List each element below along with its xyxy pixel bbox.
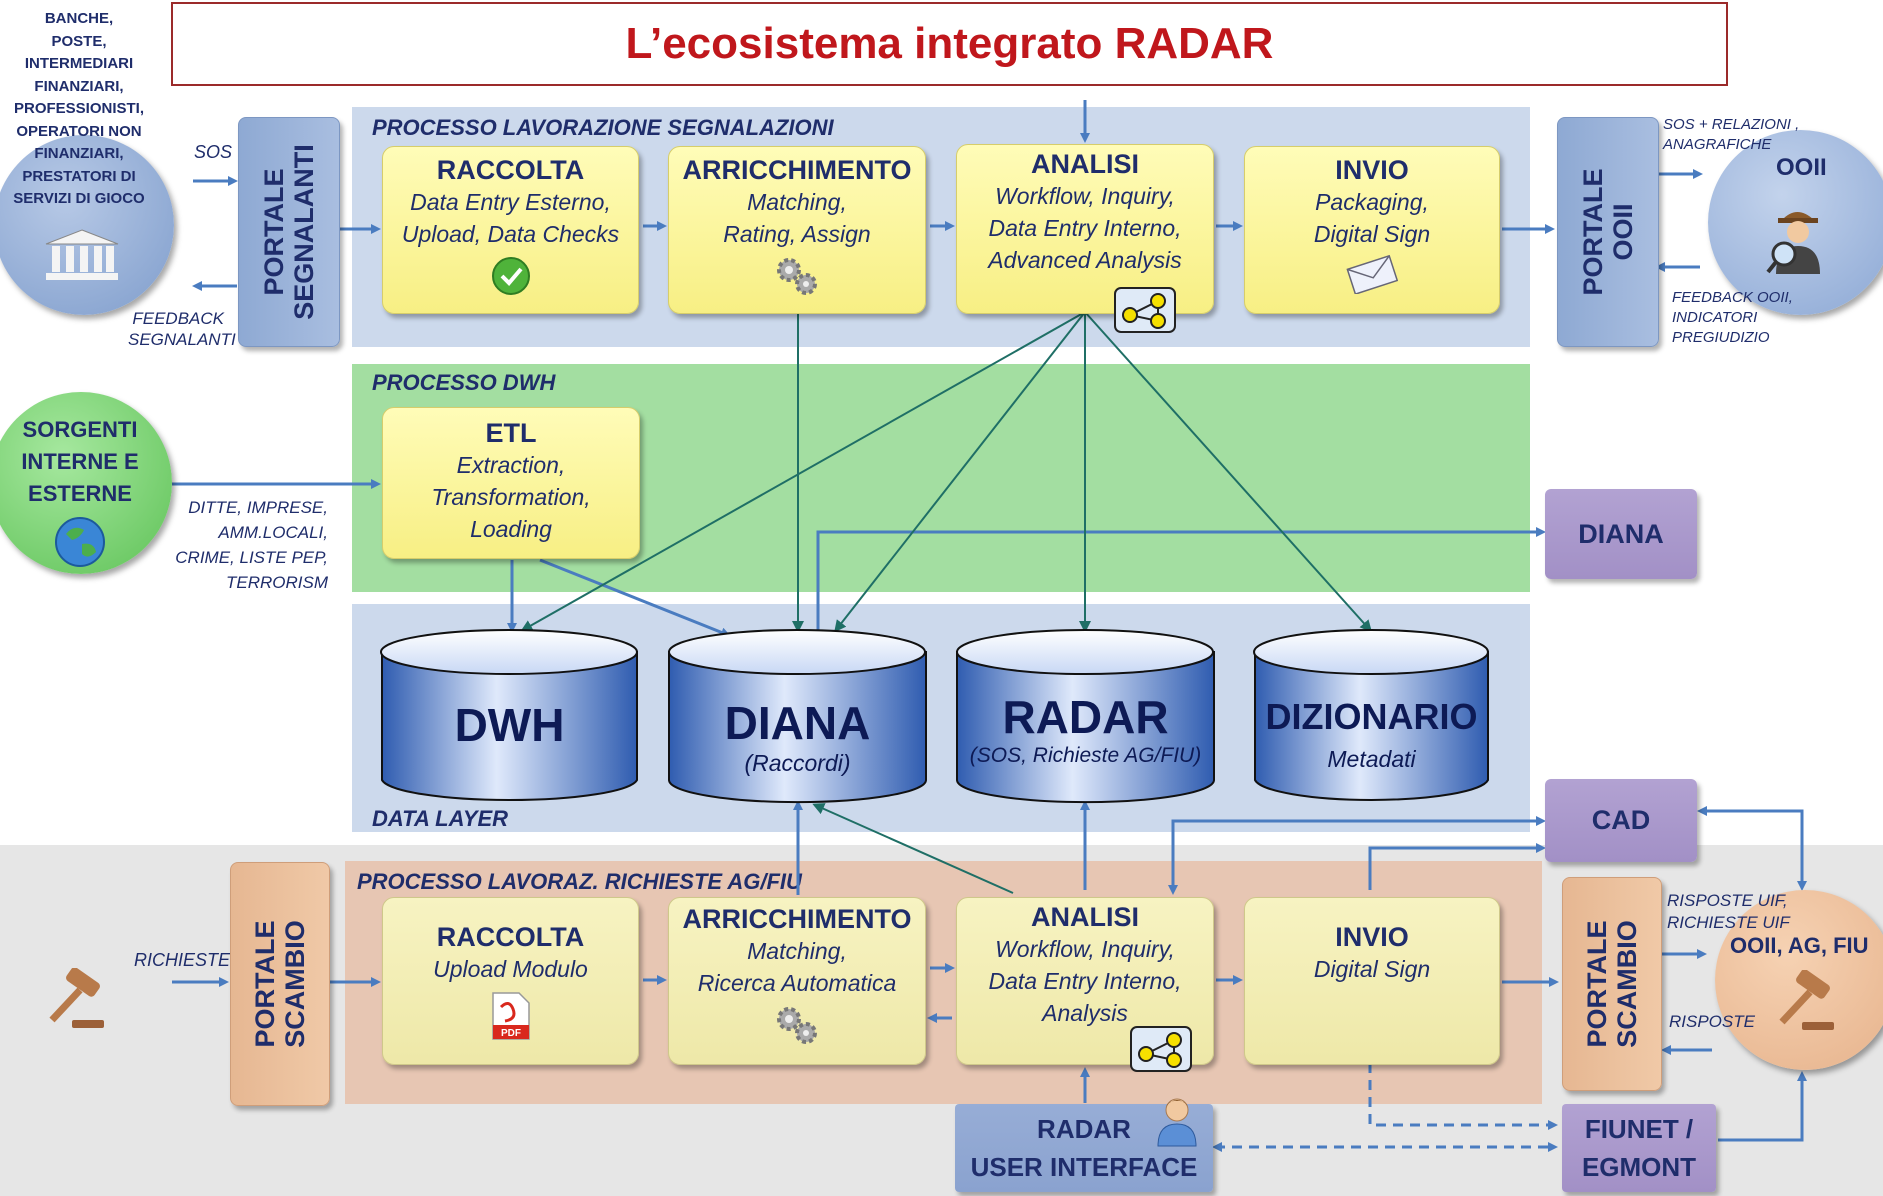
box-cad[interactable]: CAD: [1545, 779, 1697, 862]
box-invio[interactable]: INVIO Packaging, Digital Sign: [1244, 146, 1500, 314]
page-title-box: L’ecosistema integrato RADAR: [171, 2, 1728, 86]
line-analisi-to-diana: [834, 311, 1086, 633]
line-analisi-to-dizionario: [1084, 311, 1373, 633]
pdf-icon: PDF: [491, 992, 530, 1040]
actor-ooii-ag-fiu-label: OOII, AG, FIU: [1730, 933, 1869, 958]
actor-banche-label: BANCHE, POSTE, INTERMEDIARI FINANZIARI, …: [13, 10, 145, 207]
arrow-fiunet-ooii: [1718, 1071, 1807, 1142]
arrow-etl-to-diana: [539, 558, 731, 638]
db-dwh-label: DWH: [454, 699, 565, 751]
section-label-data-layer: DATA LAYER: [372, 806, 509, 831]
db-dizionario: [1253, 629, 1489, 801]
note-risposte-uif: RISPOSTE UIF, RICHIESTE UIF: [1667, 891, 1790, 932]
box-b-invio[interactable]: INVIO Digital Sign: [1244, 897, 1500, 1065]
user-icon: [1157, 1098, 1197, 1147]
db-dwh: [380, 629, 638, 802]
note-ditte: DITTE, IMPRESE, AMM.LOCALI, CRIME, LISTE…: [175, 498, 328, 592]
page-title: L’ecosistema integrato RADAR: [625, 19, 1274, 68]
note-sos-relazioni: SOS + RELAZIONI , ANAGRAFICHE: [1663, 116, 1800, 153]
actor-banche-circle: [0, 135, 174, 315]
radar-user-interface[interactable]: RADAR USER INTERFACE: [955, 1104, 1213, 1192]
section-label-richieste: PROCESSO LAVORAZ. RICHIESTE AG/FIU: [357, 869, 802, 894]
note-risposte: RISPOSTE: [1669, 1012, 1755, 1031]
svg-text:PDF: PDF: [501, 1028, 521, 1039]
db-diana-label: DIANA (Raccordi): [724, 697, 871, 776]
arrow-invio-to-fiunet-dashed: [1368, 1063, 1558, 1130]
db-diana: [668, 629, 927, 804]
box-etl[interactable]: ETL Extraction, Transformation, Loading: [382, 407, 640, 559]
gavel-icon-left: [49, 968, 104, 1028]
db-radar-label: RADAR (SOS, Richieste AG/FIU): [969, 691, 1202, 767]
note-sos: SOS: [194, 142, 233, 162]
arrow-analisi-to-cad: [1171, 816, 1546, 892]
arrow-diana-db-to-diana: [816, 527, 1546, 632]
db-dizionario-label: DIZIONARIO Metadati: [1265, 696, 1478, 772]
section-label-dwh: PROCESSO DWH: [372, 370, 556, 395]
detective-icon: [1766, 212, 1820, 274]
box-b-arricchimento[interactable]: ARRICCHIMENTO Matching, Ricerca Automati…: [668, 897, 926, 1065]
actor-ooii-label: OOII: [1776, 154, 1827, 181]
line-analisi-to-dwh: [520, 311, 1086, 632]
network-icon: [1130, 1026, 1192, 1072]
network-icon: [1114, 287, 1176, 333]
envelope-icon: [1346, 254, 1399, 296]
globe-icon: [55, 517, 105, 567]
gavel-icon-right: [1779, 970, 1834, 1030]
box-fiunet-egmont[interactable]: FIUNET / EGMONT: [1562, 1104, 1716, 1192]
note-feedback-segnalanti: FEEDBACK SEGNALANTI: [128, 309, 236, 349]
box-analisi[interactable]: ANALISI Workflow, Inquiry, Data Entry In…: [956, 144, 1214, 314]
gears-icon: [777, 258, 817, 295]
box-diana-external[interactable]: DIANA: [1545, 489, 1697, 579]
box-raccolta[interactable]: RACCOLTA Data Entry Esterno, Upload, Dat…: [382, 146, 639, 314]
box-b-raccolta[interactable]: RACCOLTA Upload Modulo PDF: [382, 897, 639, 1065]
note-richieste: RICHIESTE: [134, 950, 231, 970]
section-label-segnalazioni: PROCESSO LAVORAZIONE SEGNALAZIONI: [372, 115, 834, 140]
actor-sorgenti-label: SORGENTI INTERNE E ESTERNE: [21, 417, 139, 506]
box-arricchimento[interactable]: ARRICCHIMENTO Matching, Rating, Assign: [668, 146, 926, 314]
line-b-analisi-to-diana: [812, 803, 1014, 894]
bank-icon: [45, 229, 119, 280]
gears-icon: [777, 1007, 817, 1044]
db-radar: [956, 629, 1215, 804]
note-feedback-ooii: FEEDBACK OOII, INDICATORI PREGIUDIZIO: [1672, 289, 1793, 346]
arrow-invio-to-cad: [1368, 843, 1546, 890]
check-icon: [491, 257, 530, 295]
